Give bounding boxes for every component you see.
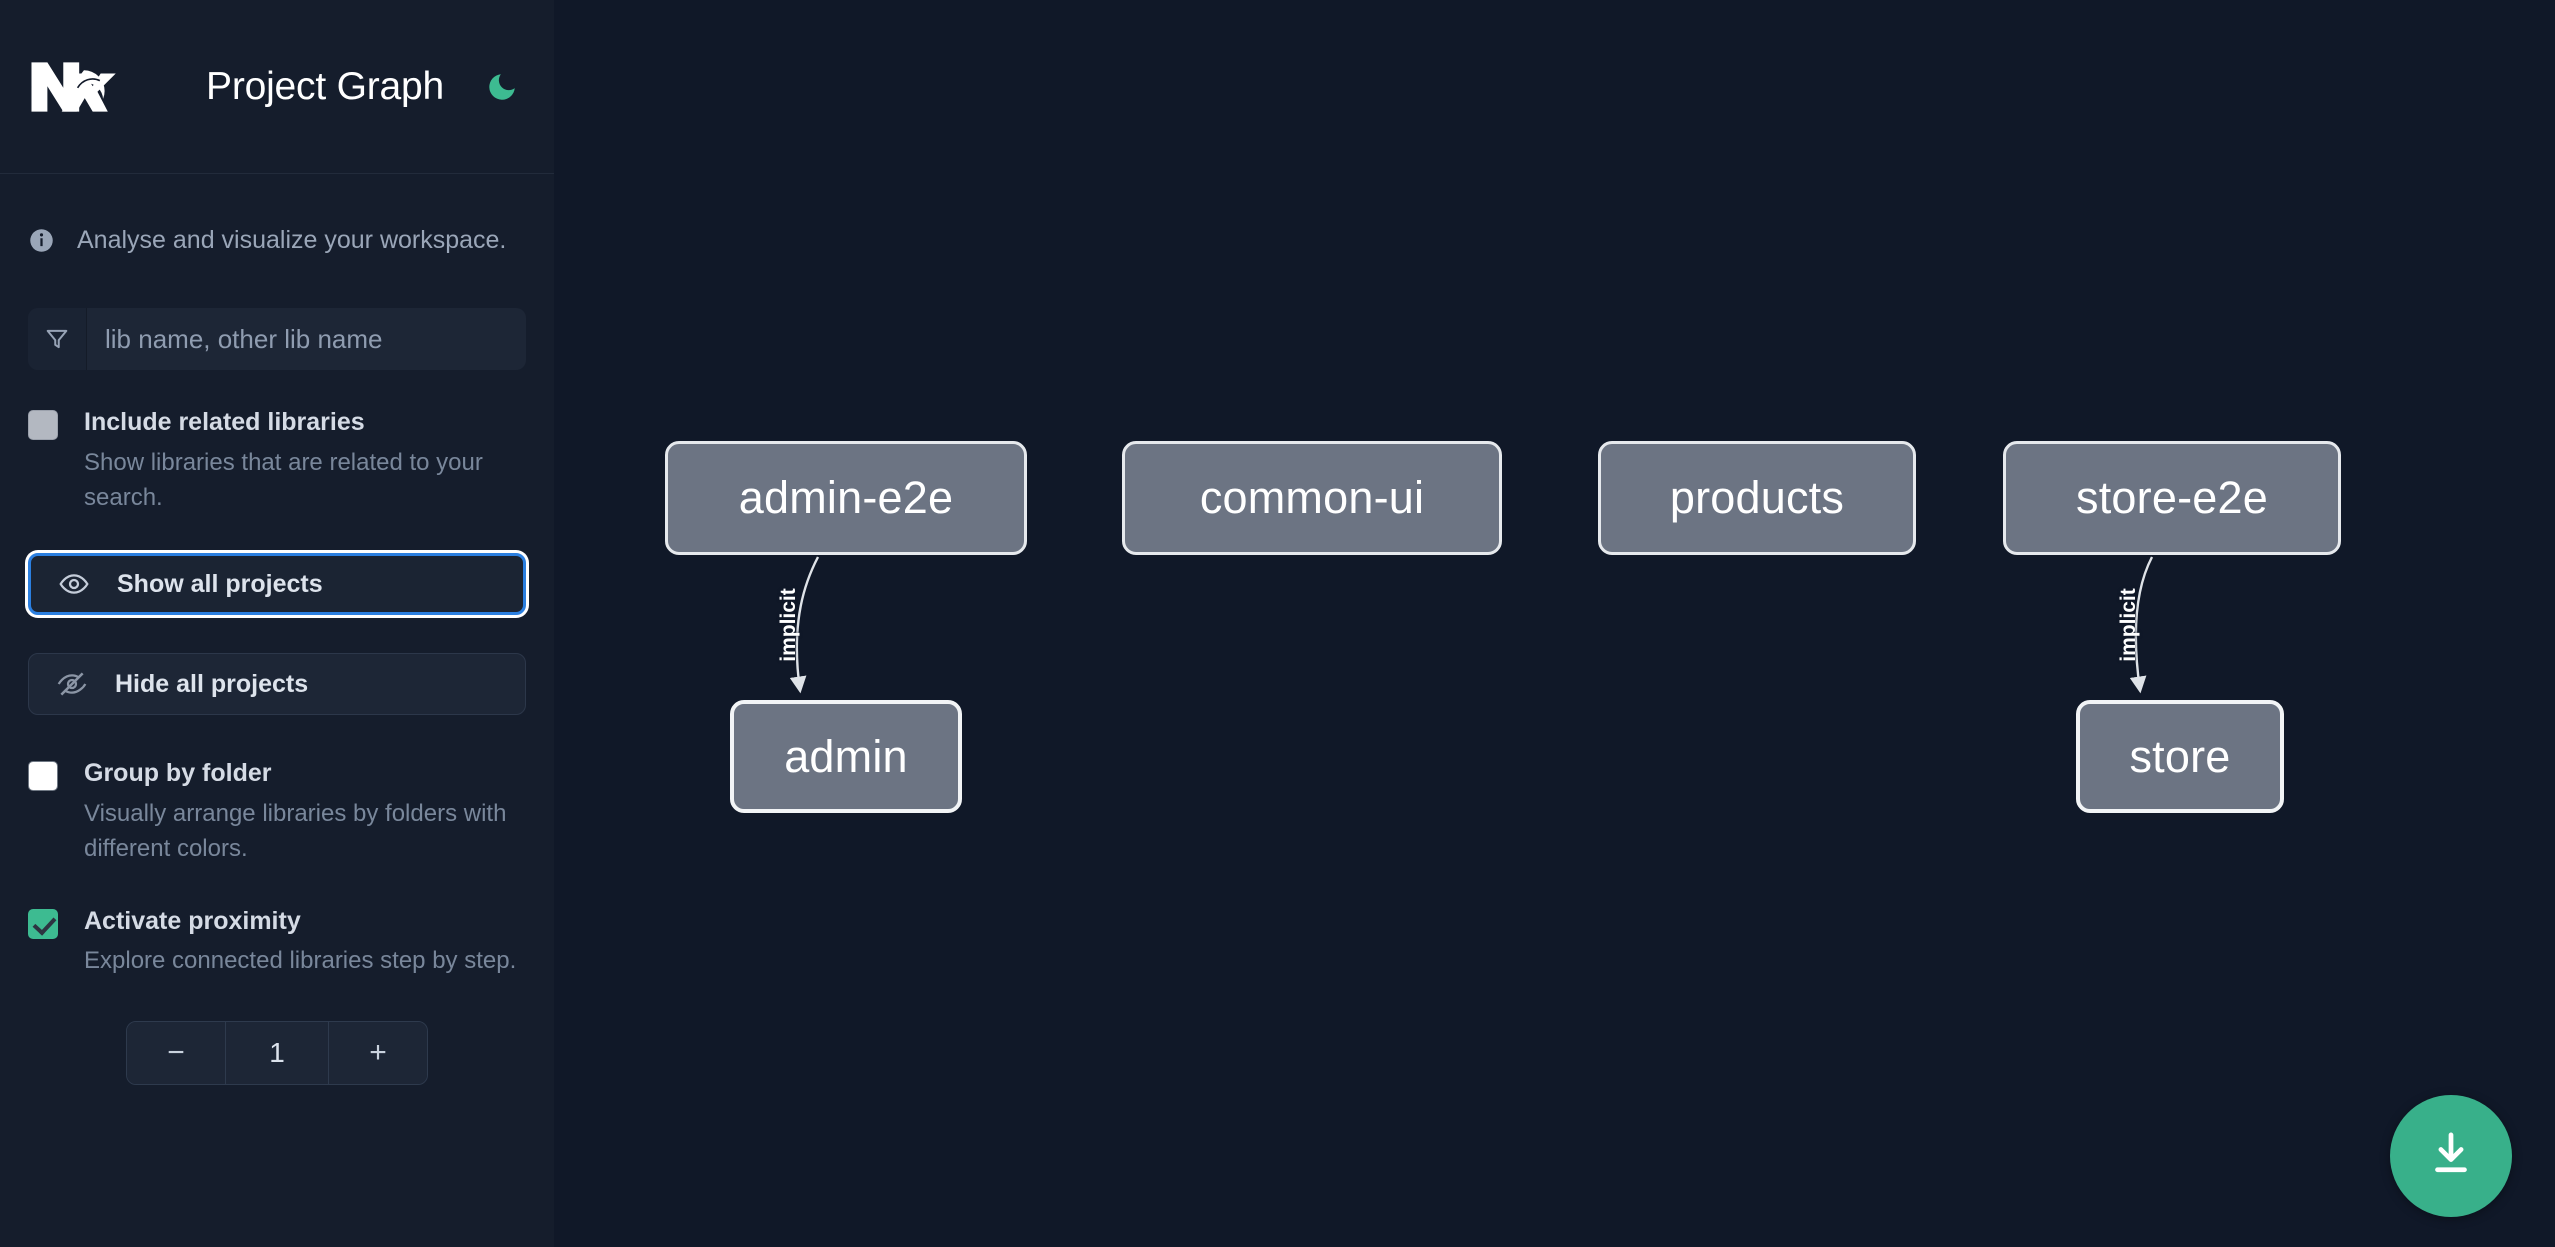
decrement-button[interactable]: − — [127, 1022, 226, 1085]
option-include-related-libraries[interactable]: Include related libraries Show libraries… — [28, 406, 526, 515]
sidebar-header: Project Graph — [0, 0, 554, 174]
proximity-stepper-wrap: − 1 + — [28, 1021, 526, 1086]
info-icon — [28, 227, 55, 254]
checkbox-group-by-folder[interactable] — [28, 761, 58, 792]
checkbox-include-related-libraries[interactable] — [28, 410, 58, 440]
checkbox-activate-proximity[interactable] — [28, 908, 58, 939]
option-description: Visually arrange libraries by folders wi… — [84, 800, 507, 862]
funnel-icon — [28, 308, 87, 370]
graph-node-admin-e2e[interactable]: admin-e2e — [665, 441, 1027, 555]
graph-edge-admin-e2e-to-admin — [789, 556, 820, 694]
search-input[interactable] — [87, 308, 526, 370]
option-label: Include related libraries — [84, 408, 365, 436]
graph-node-store[interactable]: store — [2076, 700, 2284, 813]
option-group-by-folder[interactable]: Group by folder Visually arrange librari… — [28, 757, 526, 866]
option-description: Show libraries that are related to your … — [84, 448, 483, 511]
eye-off-icon — [55, 667, 89, 701]
show-all-projects-label: Show all projects — [117, 569, 323, 598]
option-description: Explore connected libraries step by step… — [84, 947, 517, 975]
option-label: Activate proximity — [84, 906, 301, 935]
tagline-text: Analyse and visualize your workspace. — [77, 226, 507, 254]
filter-box[interactable] — [28, 308, 526, 370]
download-button[interactable] — [2390, 1095, 2512, 1217]
graph-edges — [789, 556, 2154, 694]
option-activate-proximity[interactable]: Activate proximity Explore connected lib… — [28, 905, 526, 980]
page-title: Project Graph — [206, 64, 445, 108]
nx-logo-icon — [28, 56, 124, 118]
proximity-stepper: − 1 + — [126, 1021, 428, 1086]
moon-icon[interactable] — [482, 67, 522, 107]
increment-button[interactable]: + — [328, 1022, 427, 1085]
proximity-value: 1 — [226, 1022, 328, 1085]
hide-all-projects-label: Hide all projects — [115, 669, 309, 698]
sidebar: Project Graph Analyse and visualize your… — [0, 0, 554, 1247]
sidebar-body: Analyse and visualize your workspace. In… — [0, 174, 554, 1086]
show-all-projects-button[interactable]: Show all projects — [28, 553, 526, 616]
graph-node-products[interactable]: products — [1598, 441, 1916, 555]
option-label: Group by folder — [84, 759, 272, 788]
download-icon — [2424, 1127, 2478, 1186]
graph-node-common-ui[interactable]: common-ui — [1122, 441, 1502, 555]
tagline: Analyse and visualize your workspace. — [28, 174, 526, 255]
graph-canvas[interactable]: admin-e2e common-ui products store-e2e admin… — [554, 0, 2555, 1247]
eye-icon — [57, 567, 91, 601]
hide-all-projects-button[interactable]: Hide all projects — [28, 653, 526, 716]
graph-node-admin[interactable]: admin — [730, 700, 962, 813]
graph-node-store-e2e[interactable]: store-e2e — [2003, 441, 2341, 555]
graph-edge-store-e2e-to-store — [2129, 556, 2154, 694]
